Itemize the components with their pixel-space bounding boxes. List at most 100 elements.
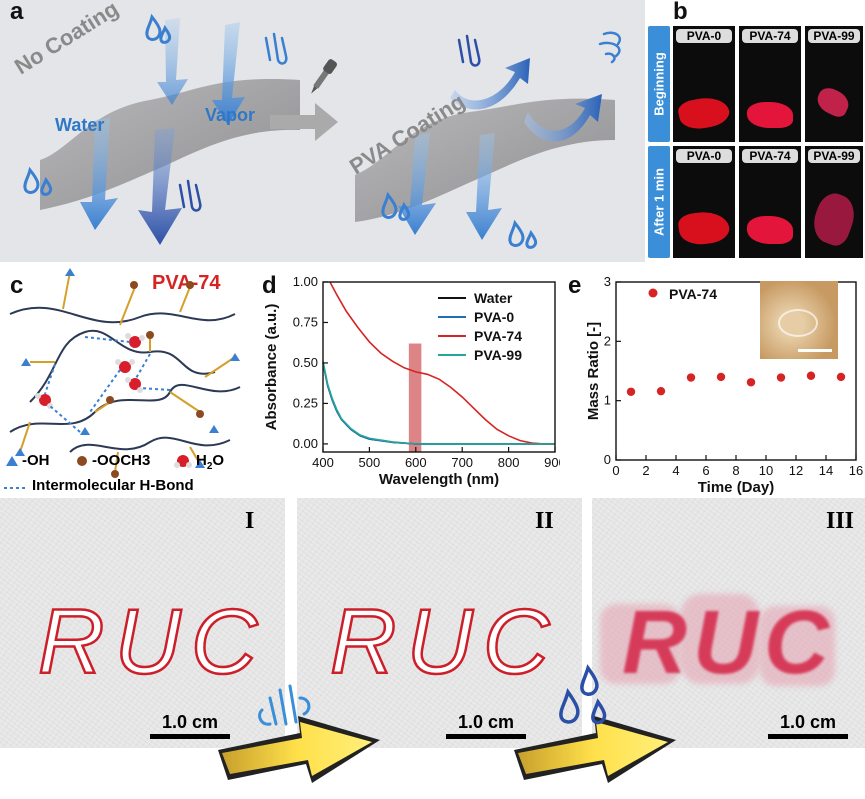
vapor-arrow xyxy=(138,128,182,245)
data-point xyxy=(746,378,756,387)
x-tick-label: 10 xyxy=(759,463,773,478)
legend-entry: PVA-0 xyxy=(474,309,514,325)
dropper-icon xyxy=(311,59,338,94)
x-tick-label: 4 xyxy=(672,463,679,478)
ruc-text-iii: RUC xyxy=(600,594,845,704)
vial-photo: PVA-74 xyxy=(739,26,801,142)
roman-label-i: I xyxy=(245,508,255,534)
data-point xyxy=(686,373,696,382)
data-point xyxy=(836,372,846,382)
sample-photo-ii xyxy=(297,498,582,748)
legend-oh-label: -OH xyxy=(22,452,50,469)
legend-ooch3-icon xyxy=(77,456,87,466)
y-tick-label: 3 xyxy=(604,274,611,289)
x-tick-label: 6 xyxy=(702,463,709,478)
roman-label-ii: II xyxy=(535,508,554,534)
x-tick-label: 2 xyxy=(642,463,649,478)
highlight-band xyxy=(408,343,422,452)
inset-photo xyxy=(760,281,838,359)
y-tick-label: 1.00 xyxy=(293,274,318,289)
series-line-pva-74 xyxy=(329,281,555,445)
row-label-after-1-min: After 1 min xyxy=(648,146,670,258)
y-tick-label: 0.00 xyxy=(293,436,318,451)
x-tick-label: 700 xyxy=(451,455,473,470)
panel-f: f I II III RUC RUC RUC 1.0 cm 1.0 cm 1.0… xyxy=(0,498,865,799)
arrow-step-1 xyxy=(218,716,380,783)
panel-label-d: d xyxy=(262,272,277,299)
x-tick-label: 8 xyxy=(732,463,739,478)
vapor-icon xyxy=(258,684,311,726)
legend-entry: PVA-74 xyxy=(669,286,717,302)
panel-b: b Beginning After 1 min PVA-0 PVA-74 PVA… xyxy=(645,0,865,262)
panel-a-illustration xyxy=(23,13,621,249)
data-point xyxy=(626,387,636,396)
x-tick-label: 16 xyxy=(849,463,863,478)
transition-arrow xyxy=(270,103,338,141)
x-tick-label: 14 xyxy=(819,463,833,478)
data-point xyxy=(806,371,816,380)
data-point xyxy=(776,373,786,382)
y-tick-label: 2 xyxy=(604,333,611,348)
series-line-water xyxy=(322,362,555,445)
x-axis-label: Time (Day) xyxy=(698,479,774,496)
legend-h2o-label: H2O xyxy=(196,452,225,472)
absorbance-chart: 400 500 600 700 800 900 0.00 0.25 0.50 0.75 1.00Wa… xyxy=(263,274,566,488)
legend-entry: PVA-99 xyxy=(474,347,522,363)
water-arrow xyxy=(80,118,118,230)
legend-entry: PVA-74 xyxy=(474,328,522,344)
vapor-icon xyxy=(264,32,288,65)
legend-swatch xyxy=(648,288,658,298)
series-line-pva-99 xyxy=(322,361,555,445)
ruc-text-ii: RUC xyxy=(329,591,560,693)
x-tick-label: 600 xyxy=(405,455,427,470)
process-arrows xyxy=(218,664,676,783)
y-tick-label: 1 xyxy=(604,393,611,408)
polymer-network-diagram xyxy=(4,268,241,489)
x-tick-label: 400 xyxy=(312,455,334,470)
y-tick-label: 0.25 xyxy=(293,395,318,410)
legend-hbond-label: Intermolecular H-Bond xyxy=(32,477,194,494)
panel-label-b: b xyxy=(673,0,688,25)
x-tick-label: 0 xyxy=(612,463,619,478)
y-tick-label: 0 xyxy=(604,452,611,467)
x-tick-label: 12 xyxy=(789,463,803,478)
water-label: Water xyxy=(55,115,105,135)
panel-label-e: e xyxy=(568,272,582,299)
water-drop-icon xyxy=(559,664,607,725)
scale-bar xyxy=(798,349,832,352)
plot-frame xyxy=(322,281,556,453)
vapor-label: Vapor xyxy=(205,105,256,125)
y-tick-label: 0.75 xyxy=(293,314,318,329)
legend-entry: Water xyxy=(474,290,513,306)
panel-c: c PVA-74 xyxy=(0,262,260,498)
series-line-pva-0 xyxy=(322,362,555,445)
x-axis-label: Wavelength (nm) xyxy=(379,471,499,488)
panel-label-c: c xyxy=(10,272,24,299)
legend-oh-icon xyxy=(6,456,18,466)
scale-bar-iii: 1.0 cm xyxy=(768,712,848,739)
scale-bar-i: 1.0 cm xyxy=(150,712,230,739)
pva-74-title: PVA-74 xyxy=(152,272,221,294)
data-point xyxy=(656,386,666,396)
arrow-step-2 xyxy=(514,716,676,783)
y-axis-label: Mass Ratio [-] xyxy=(585,322,602,420)
roman-label-iii: III xyxy=(826,508,855,534)
vial-photo: PVA-0 xyxy=(673,26,735,142)
sample-photo-i xyxy=(0,498,285,748)
x-tick-label: 800 xyxy=(498,455,520,470)
panel-label-a: a xyxy=(10,0,24,25)
x-tick-label: 900 xyxy=(544,455,560,470)
scale-bar-ii: 1.0 cm xyxy=(446,712,526,739)
vial-photo: PVA-0 xyxy=(673,146,735,258)
vapor-deflect-arrow xyxy=(450,58,530,110)
ruc-text-i: RUC xyxy=(37,591,268,693)
data-point xyxy=(716,372,726,382)
vial-photo: PVA-99 xyxy=(805,146,863,258)
row-label-beginning: Beginning xyxy=(648,26,670,142)
x-tick-label: 500 xyxy=(359,455,381,470)
panel-a: a No Coating Water Vapor PVA Coating xyxy=(0,0,645,262)
y-tick-label: 0.50 xyxy=(293,355,318,370)
legend-h2o-icon xyxy=(174,455,192,468)
